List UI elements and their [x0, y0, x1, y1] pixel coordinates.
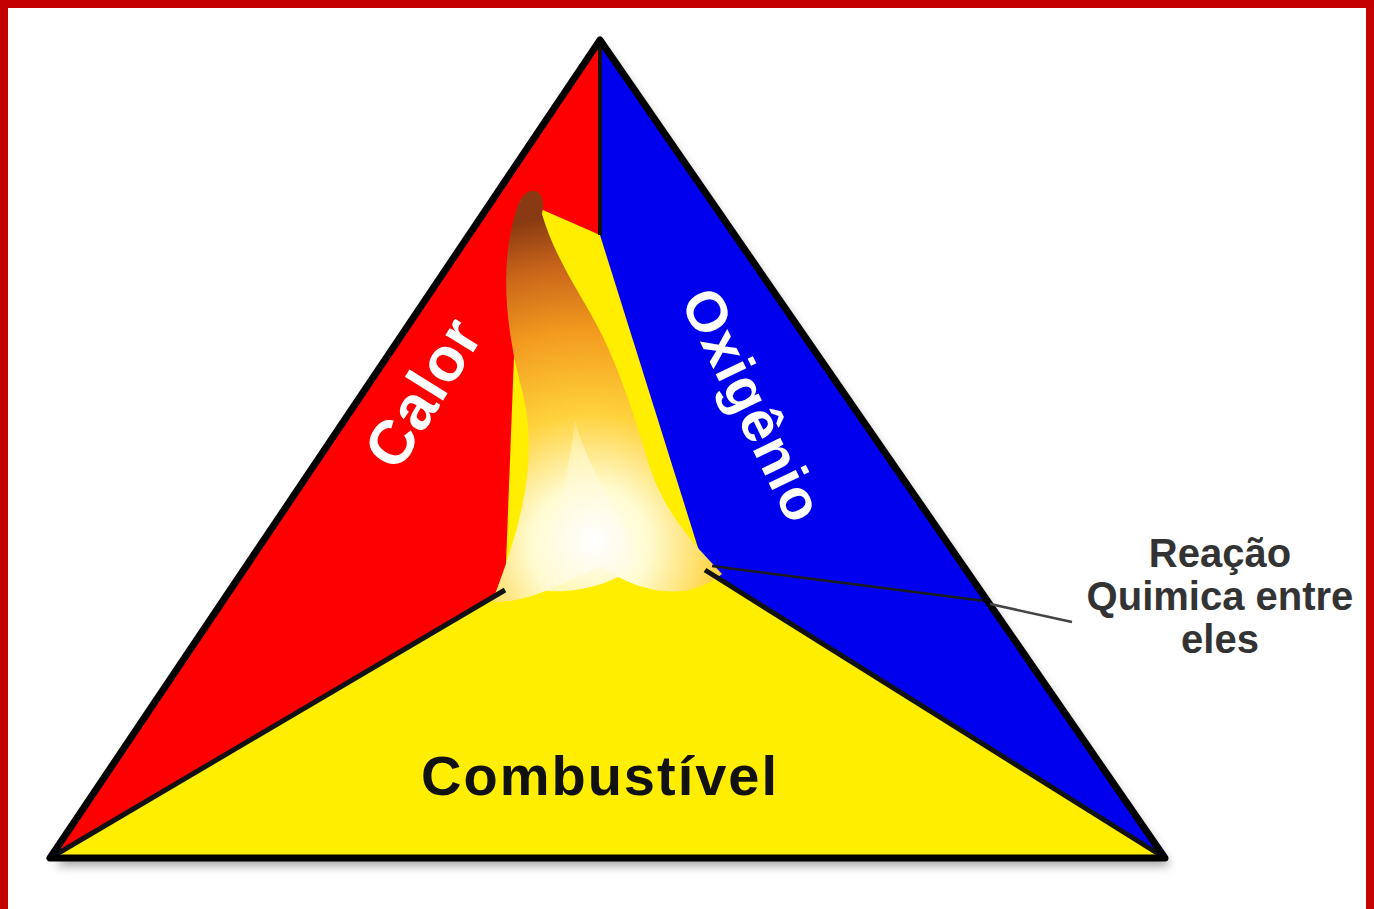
- divider: [50, 590, 505, 858]
- flame: [492, 191, 722, 602]
- oxygen-region-label: Oxigênio: [660, 269, 846, 540]
- region-name: Combustível: [421, 743, 779, 808]
- triangle-outline: [50, 40, 1165, 858]
- callout-label: Reação Quimica entre eles: [1082, 532, 1358, 662]
- heat-region-label: Calor: [341, 296, 504, 489]
- flame-core: [540, 420, 640, 591]
- divider: [598, 40, 602, 235]
- fuel-region: [50, 40, 1165, 858]
- frame: [4, 4, 1370, 909]
- region-name: Calor: [349, 304, 496, 480]
- region-name: Oxigênio: [668, 277, 838, 532]
- leader-line: [990, 604, 1072, 622]
- fuel-region-label: Combustível: [415, 737, 785, 814]
- triangle: [50, 40, 1165, 858]
- reaction-line: [712, 566, 985, 601]
- fuel-region: [50, 548, 1165, 858]
